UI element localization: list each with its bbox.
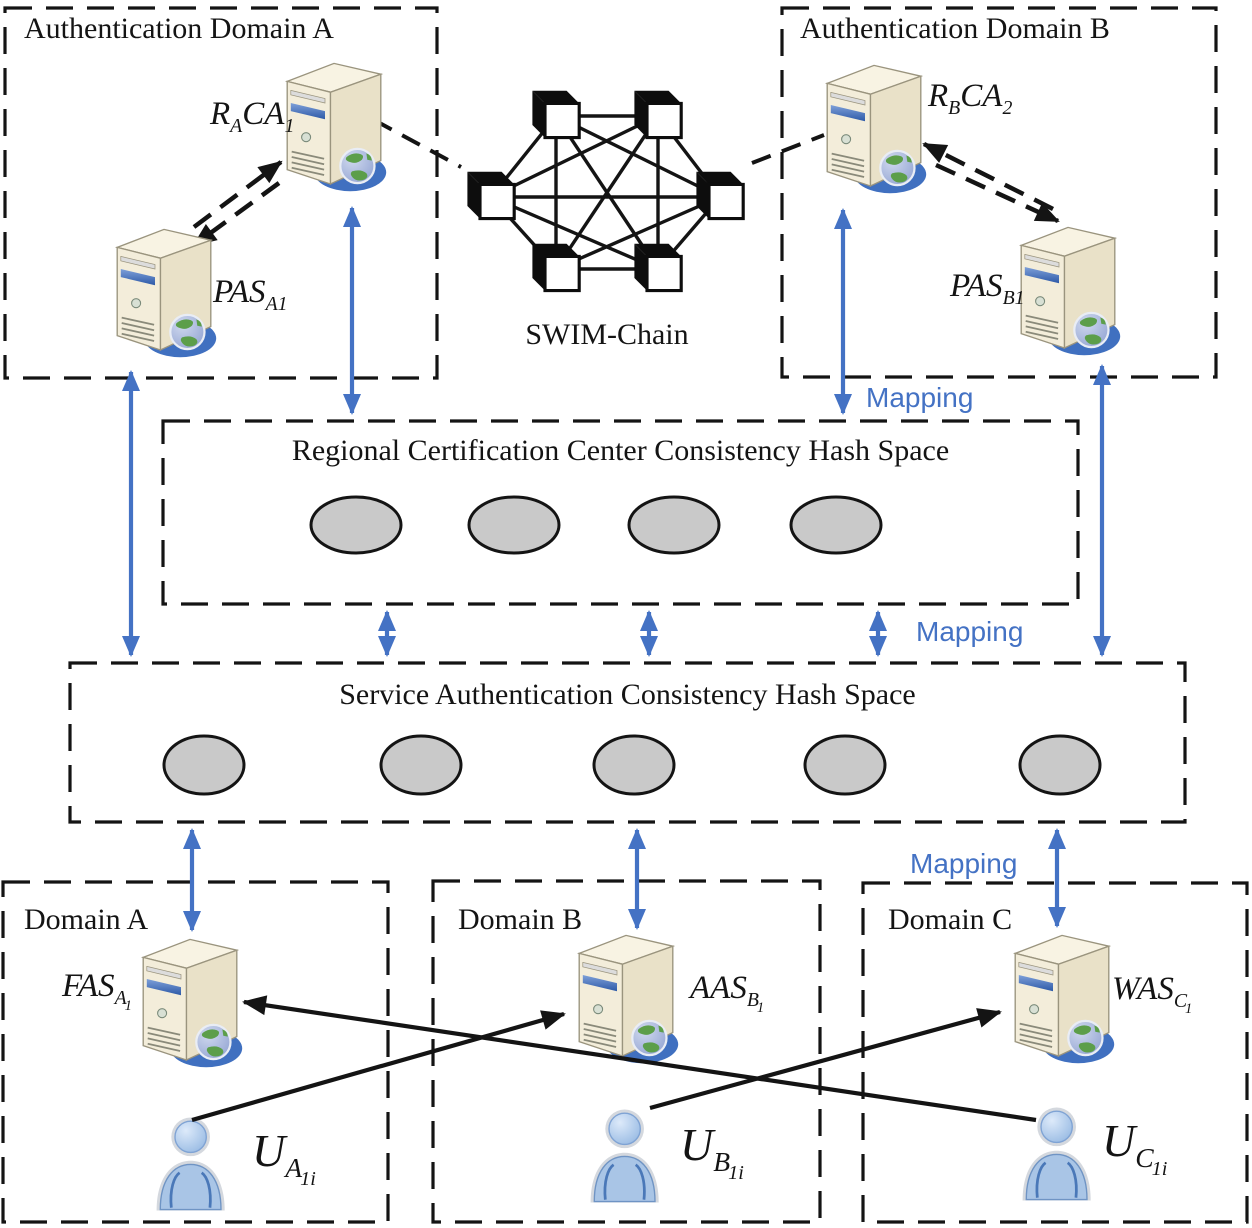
blockchain-cube-icon [530, 89, 581, 140]
ca-chain-links [373, 118, 825, 169]
cross-domain-auth-arrows [191, 995, 1037, 1123]
domain-b-title: Domain B [458, 903, 583, 936]
pas-a-label: PASA1 [213, 274, 288, 315]
pas-b-to-rb-ca-arrow [922, 141, 1055, 212]
domain-a-title: Domain A [24, 903, 149, 936]
swim-chain-label: SWIM-Chain [525, 318, 689, 351]
user-b-icon [589, 1108, 661, 1204]
intra-domain-dashed-arrows [192, 141, 1060, 247]
pas-b-label: PASB1 [950, 268, 1025, 309]
service-hash-nodes [162, 734, 1102, 796]
blockchain-cube-icon [465, 170, 516, 221]
rb-ca-label: RBCA2 [928, 78, 1013, 119]
mapping-label-1: Mapping [866, 382, 974, 413]
aas-label: AASB1 [690, 970, 765, 1016]
mapping-label-3: Mapping [910, 848, 1018, 879]
fas-server-icon [142, 938, 244, 1069]
domain-c-title: Domain C [888, 903, 1013, 936]
regional-hash-nodes [309, 495, 883, 555]
ra-ca-to-chain-link [373, 118, 462, 169]
blockchain-cube-icon [694, 170, 745, 221]
domain-c-box [861, 881, 1249, 1224]
user-b-label: UB1i [680, 1119, 744, 1185]
auth-domain-a-title: Authentication Domain A [24, 12, 334, 45]
pas-a-server-icon [116, 228, 218, 359]
service-hash-space-box [68, 661, 1187, 824]
user-c-label: UC1i [1102, 1115, 1168, 1181]
dashed-boxes [1, 6, 1249, 1224]
mapping-label-2: Mapping [916, 616, 1024, 647]
blockchain-cube-icon [632, 89, 683, 140]
auth-domain-b-box [780, 6, 1218, 379]
ra-ca-to-pas-a-arrow [192, 181, 281, 247]
rb-ca-server-icon [826, 64, 928, 195]
ra-ca-server-icon [286, 62, 388, 193]
pas-b-server-icon [1020, 226, 1122, 357]
ra-ca-label: RACA1 [210, 96, 295, 137]
auth-domain-a-box [3, 6, 439, 380]
user-a-to-aas-arrow [191, 1010, 566, 1123]
user-a-icon [155, 1116, 227, 1212]
user-b-to-was-arrow [649, 1008, 1002, 1111]
service-hash-space-title: Service Authentication Consistency Hash … [339, 678, 916, 711]
pas-a-to-ra-ca-arrow [192, 160, 283, 229]
user-c-to-fas-arrow [242, 995, 1037, 1123]
mapping-arrows [122, 206, 1111, 932]
domain-a-box [1, 880, 390, 1224]
was-label: WASC1 [1112, 971, 1193, 1017]
regional-hash-space-title: Regional Certification Center Consistenc… [291, 434, 950, 467]
aas-server-icon [578, 934, 680, 1065]
rb-ca-to-pas-b-arrow [935, 162, 1060, 224]
regional-hash-space-box [161, 419, 1080, 606]
was-server-icon [1014, 934, 1116, 1065]
fas-label: FASA1 [62, 968, 132, 1014]
blockchain-cube-icon [632, 242, 683, 293]
blockchain-cube-icon [530, 242, 581, 293]
swim-chain-links [489, 114, 722, 271]
user-a-label: UA1i [252, 1125, 316, 1191]
auth-domain-b-title: Authentication Domain B [800, 12, 1110, 45]
chain-to-rb-ca-link [751, 133, 825, 165]
